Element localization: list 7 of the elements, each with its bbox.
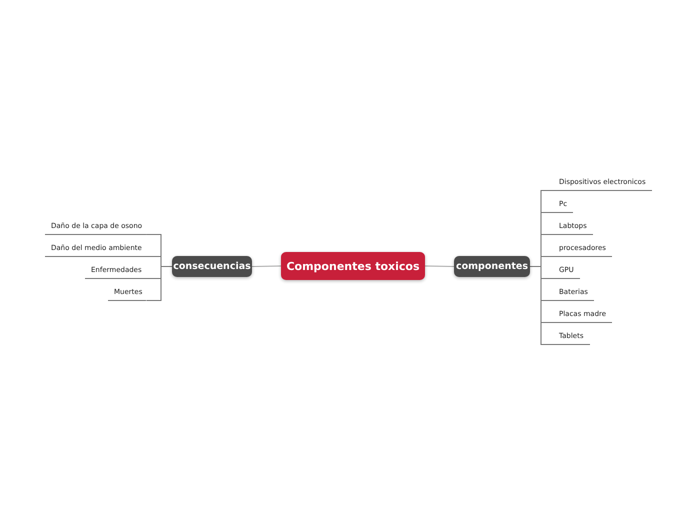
connector-line: [424, 266, 454, 267]
topic-box: componentes: [454, 256, 530, 277]
connector-line: [252, 266, 282, 267]
connector-line: [530, 266, 556, 345]
connector-line: [146, 266, 172, 301]
central-topic: Componentes toxicos: [281, 252, 425, 280]
topic-box: consecuencias: [172, 256, 252, 277]
